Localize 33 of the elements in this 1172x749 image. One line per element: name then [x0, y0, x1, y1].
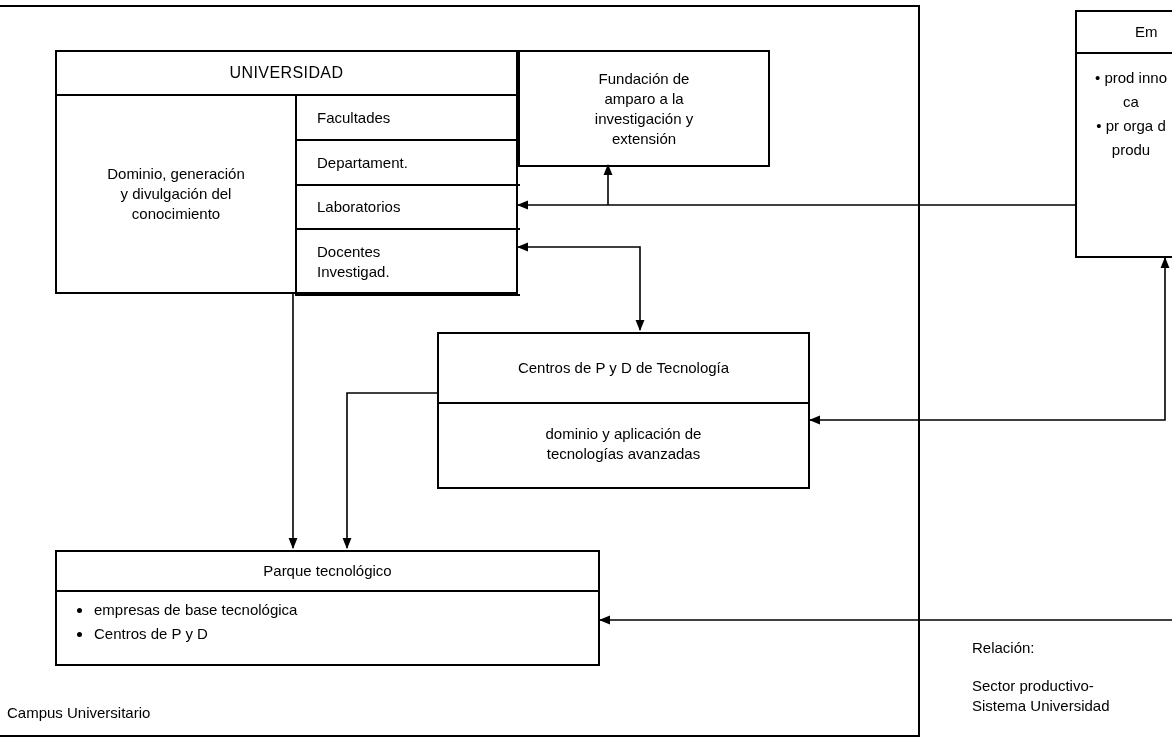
box-heading: UNIVERSIDAD — [229, 63, 344, 83]
arrow — [598, 615, 1172, 625]
note-text: Sector productivo- Sistema Universidad — [972, 677, 1110, 714]
arrow — [516, 242, 645, 332]
box-heading: Em — [1135, 22, 1158, 42]
box-text: • pr orga d produ — [1096, 117, 1166, 158]
arrow — [288, 291, 298, 550]
area-label: Campus Universitario — [7, 704, 151, 721]
box-text: Dominio, generación y divulgación del conocimiento — [106, 164, 246, 224]
table-cell — [295, 141, 520, 186]
box-text: Fundación de amparo a la investigación y extensión — [593, 68, 695, 149]
note-text: Relación: — [972, 639, 1035, 656]
list-item: Centros de P y D — [94, 624, 208, 644]
box-heading: Parque tecnológico — [263, 561, 392, 581]
process-box — [437, 332, 810, 489]
arrow — [808, 256, 1170, 425]
cell-text: Laboratorios — [317, 198, 401, 215]
box-text: dominio y aplicación de tecnologías avanzadas — [544, 424, 703, 464]
process-box — [55, 50, 518, 294]
list-item: empresas de base tecnológica — [94, 600, 298, 620]
cell-text: Docentes Investigad. — [317, 243, 390, 280]
process-box — [55, 550, 600, 666]
box-heading: Centros de P y D de Tecnología — [517, 358, 730, 378]
arrow — [342, 392, 438, 550]
table-cell — [295, 186, 520, 230]
cell-text: Facultades — [317, 108, 391, 126]
campus-area — [0, 5, 920, 737]
table-cell — [295, 230, 520, 296]
box-text: • prod inno ca — [1095, 69, 1167, 110]
process-box — [518, 50, 770, 167]
cell-text: Departament. — [317, 153, 408, 171]
arrow — [516, 200, 1076, 210]
process-box — [1075, 10, 1172, 258]
